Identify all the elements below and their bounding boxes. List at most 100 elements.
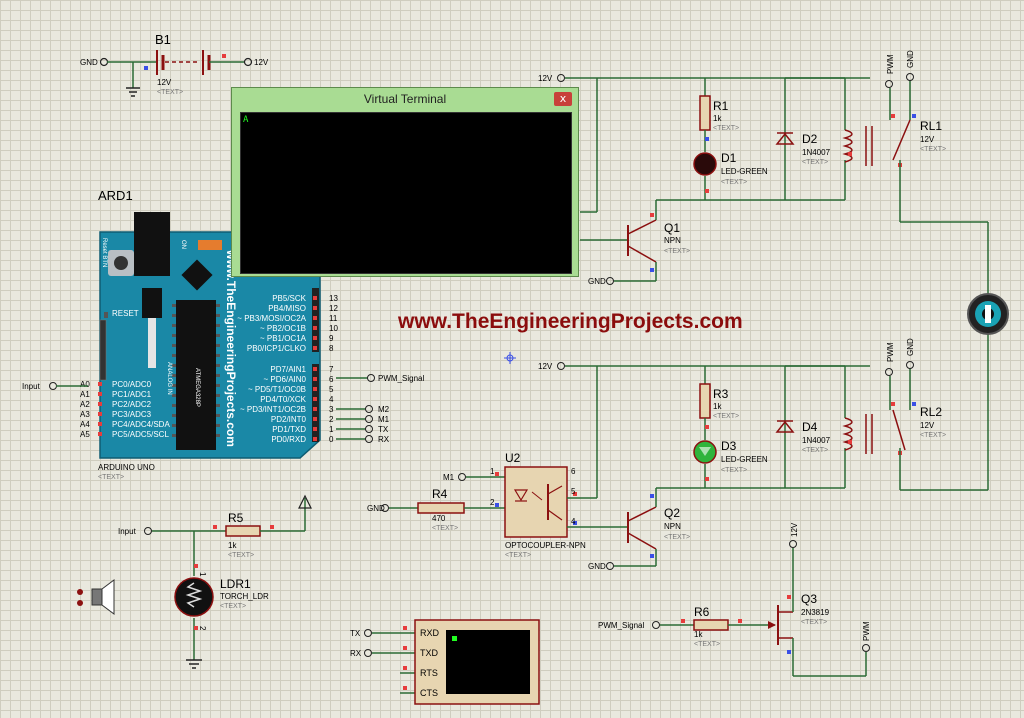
uart-pin-rts: RTS: [420, 668, 438, 678]
battery-12v-label: 12V: [254, 58, 269, 67]
d1-ref: D1: [721, 151, 737, 165]
rl1-value: 12V: [920, 135, 935, 144]
terminal-cursor: A: [243, 115, 249, 125]
arduino-pin-func: PD7/AIN1: [270, 365, 306, 374]
arduino-pwm-label: PWM_Signal: [378, 374, 424, 383]
q1-text: <TEXT>: [664, 248, 690, 255]
arduino-uno[interactable]: ARD1 ATMEGA328P www.TheEngineeringProjec…: [80, 188, 338, 481]
d2-text: <TEXT>: [802, 159, 828, 166]
arduino-pin-marker: [313, 417, 317, 421]
torch-source[interactable]: [77, 579, 115, 615]
arduino-pin-func: PD2/INT0: [271, 415, 307, 424]
arduino-pin-num: 6: [329, 375, 334, 384]
rl2-value: 12V: [920, 421, 935, 430]
arduino-analog-marker: [98, 422, 102, 426]
close-button[interactable]: x: [554, 92, 572, 106]
uart-tx-net: TX: [350, 629, 361, 638]
r1-ref: R1: [713, 99, 729, 113]
arduino-pin-num: 10: [329, 324, 338, 333]
arduino-input-label: Input: [22, 382, 41, 391]
arduino-analog-num: A1: [80, 390, 90, 399]
terminal-screen[interactable]: A: [240, 112, 572, 274]
arduino-pin-func: PD0/RXD: [271, 435, 306, 444]
r3-text: <TEXT>: [713, 413, 739, 420]
opto-gnd-label: GND: [367, 504, 385, 513]
arduino-pin-func: ~ PB2/OC1B: [260, 324, 306, 333]
opto-pin-number: 2: [490, 498, 495, 507]
arduino-terminals: Input PWM_Signal M2 M1 TX RX: [22, 374, 424, 444]
ldr-stage[interactable]: Input R5 1k <TEXT> 1 2 LDR1 TORCH_LDR <T…: [118, 494, 312, 669]
d3-value: LED-GREEN: [721, 455, 768, 464]
r5-text: <TEXT>: [228, 552, 254, 559]
jfet-pwm-input: PWM_Signal: [598, 621, 644, 630]
arduino-pin-num: 5: [329, 385, 334, 394]
arduino-reset-label: RESET: [112, 309, 139, 318]
relay-stage-bottom[interactable]: 12V R3 1k <TEXT> D3 LED-GREEN <TEXT> D4 …: [538, 338, 946, 571]
d4-text: <TEXT>: [802, 447, 828, 454]
arduino-pin-marker: [313, 296, 317, 300]
ldr-input-label: Input: [118, 527, 137, 536]
uart-terminal[interactable]: TX RX RXD TXD RTS CTS: [350, 619, 540, 705]
ldr-pin-1: 1: [198, 572, 207, 577]
dc-motor[interactable]: [900, 221, 1009, 491]
q1-gnd-label: GND: [588, 277, 606, 286]
arduino-pin-func: ~ PD6/AIN0: [264, 375, 307, 384]
jfet-stage[interactable]: PWM_Signal R6 1k <TEXT> 12V PWM Q3 2N381…: [598, 522, 871, 677]
battery-text: <TEXT>: [157, 89, 183, 96]
q3-ref: Q3: [801, 592, 817, 606]
opto-pin-number: 5: [571, 487, 576, 496]
arduino-text: <TEXT>: [98, 474, 124, 481]
r5-ref: R5: [228, 511, 244, 525]
battery-value: 12V: [157, 78, 172, 87]
d2-ref: D2: [802, 132, 818, 146]
u2-text: <TEXT>: [505, 552, 531, 559]
arduino-rx-label: RX: [378, 435, 390, 444]
arduino-analog-num: A5: [80, 430, 90, 439]
opto-m1-label: M1: [443, 473, 455, 482]
uart-pin-txd: TXD: [420, 648, 439, 658]
arduino-pin-num: 8: [329, 344, 334, 353]
arduino-reset-btn-label: Reset BTN: [101, 238, 107, 267]
arduino-on-label: ON: [180, 240, 186, 249]
arduino-pin-num: 4: [329, 395, 334, 404]
arduino-m1-label: M1: [378, 415, 390, 424]
bottom-12v-label: 12V: [538, 362, 553, 371]
uart-rx-net: RX: [350, 649, 362, 658]
arduino-analog-num: A2: [80, 400, 90, 409]
top-12v-label: 12V: [538, 74, 553, 83]
opto-pin-number: 1: [490, 467, 495, 476]
arduino-pin-func: PB0/ICP1/CLKO: [247, 344, 306, 353]
r6-ref: R6: [694, 605, 710, 619]
rl2-gnd-net: GND: [906, 338, 915, 356]
relay-stage-top[interactable]: 12V R1 1k <TEXT> D1 LED-GREEN <TEXT> D2 …: [538, 50, 946, 286]
arduino-analog-label: ANALOG IN: [166, 362, 172, 395]
rl2-pwm-net: PWM: [886, 342, 895, 362]
virtual-terminal-window[interactable]: Virtual Terminal x A: [231, 87, 579, 277]
arduino-analog-num: A0: [80, 380, 90, 389]
d1-text: <TEXT>: [721, 179, 747, 186]
arduino-pin-num: 11: [329, 314, 338, 323]
arduino-pin-marker: [313, 387, 317, 391]
arduino-pin-marker: [313, 437, 317, 441]
ldr1-value: TORCH_LDR: [220, 592, 269, 601]
r4-ref: R4: [432, 487, 448, 501]
arduino-analog-num: A3: [80, 410, 90, 419]
q1-value: NPN: [664, 236, 681, 245]
battery-b1[interactable]: GND 12V B1 12V <TEXT>: [80, 32, 269, 97]
q2-value: NPN: [664, 522, 681, 531]
arduino-pin-marker: [313, 346, 317, 350]
d3-ref: D3: [721, 439, 737, 453]
arduino-analog-func: PC2/ADC2: [112, 400, 152, 409]
arduino-m2-label: M2: [378, 405, 390, 414]
jfet-pwm-net: PWM: [862, 621, 871, 641]
arduino-pin-num: 9: [329, 334, 334, 343]
arduino-pin-num: 2: [329, 415, 334, 424]
q2-gnd-label: GND: [588, 562, 606, 571]
battery-ref: B1: [155, 32, 171, 47]
r4-value: 470: [432, 514, 446, 523]
rl1-text: <TEXT>: [920, 146, 946, 153]
d4-value: 1N4007: [802, 436, 831, 445]
arduino-analog-marker: [98, 432, 102, 436]
